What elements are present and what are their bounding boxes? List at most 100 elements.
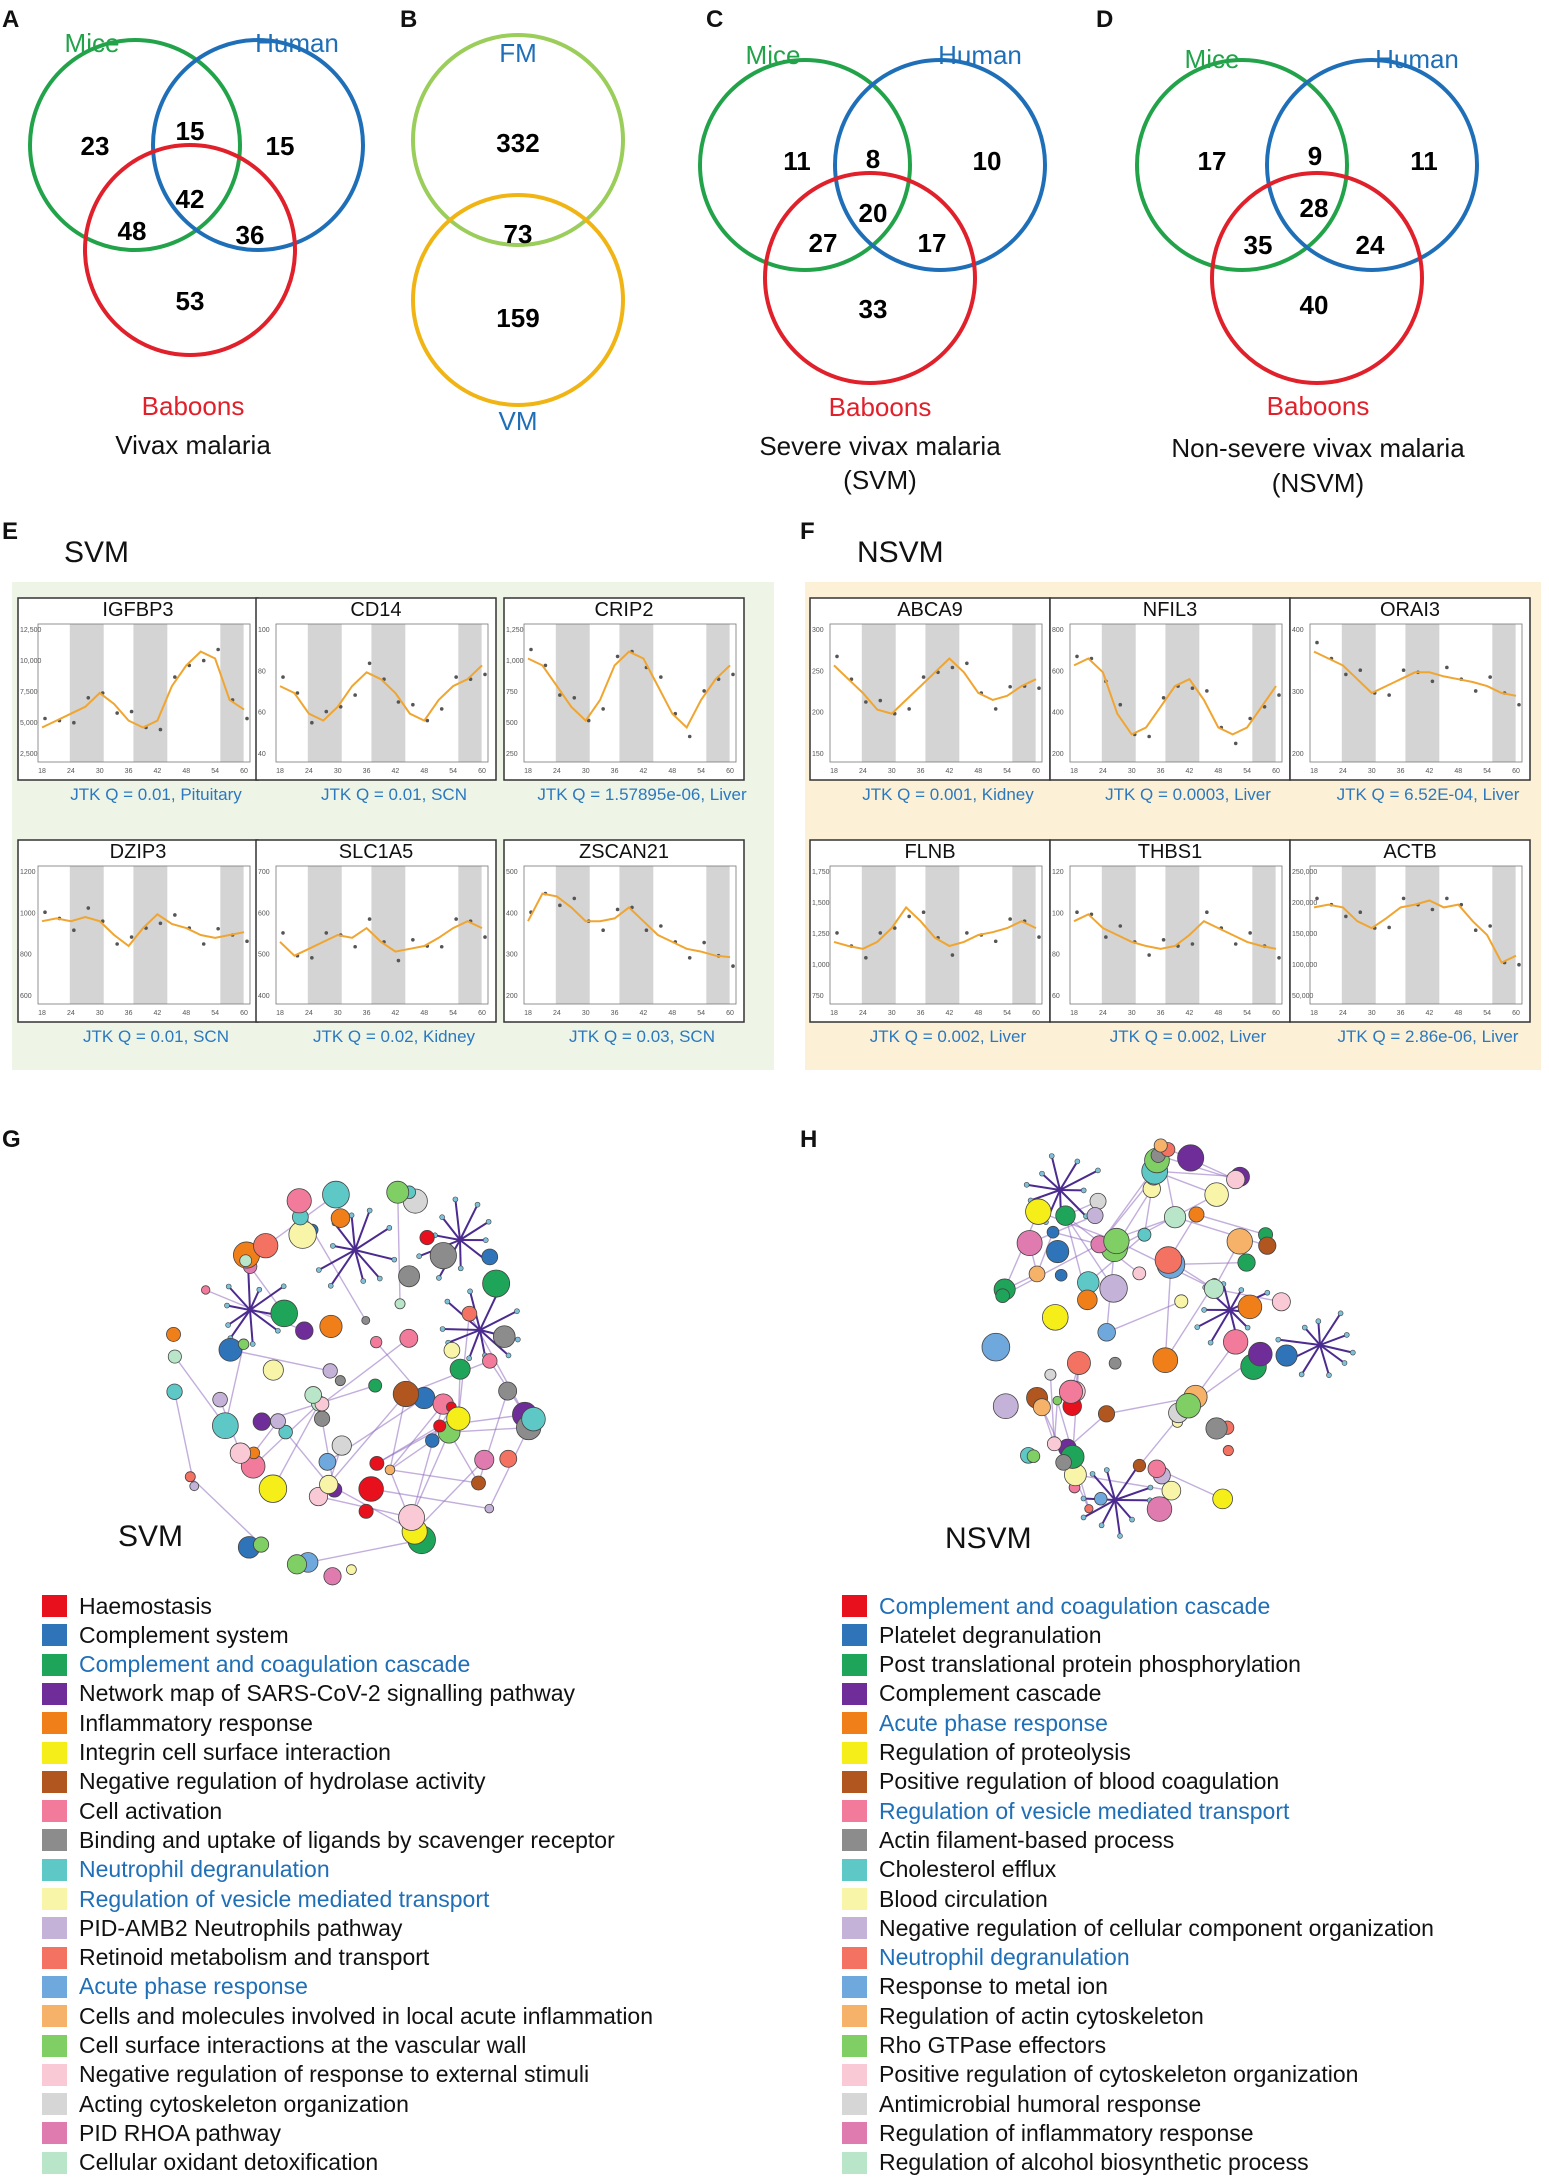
dark-phase-shade	[1341, 624, 1376, 762]
network-node	[358, 1476, 384, 1502]
x-tick-label: 48	[1454, 768, 1462, 775]
network-node	[1204, 1182, 1229, 1207]
y-tick-label: 750	[812, 993, 824, 1000]
sample-point	[1445, 896, 1449, 901]
dark-phase-shade	[1165, 866, 1200, 1004]
x-tick-label: 24	[553, 1010, 561, 1017]
venn-c-baboons-circle	[763, 171, 977, 385]
legend-g-item: Retinoid metabolism and transport	[42, 1944, 429, 1972]
sample-point	[993, 939, 998, 944]
venn-c-baboons-only: 33	[859, 294, 888, 324]
network-edge	[1106, 1300, 1182, 1333]
sample-point	[835, 654, 839, 659]
venn-c-mice-human: 8	[866, 144, 880, 174]
network-edge	[1075, 1474, 1172, 1492]
x-tick-label: 48	[974, 768, 982, 775]
legend-swatch	[842, 1624, 867, 1647]
sample-point	[367, 917, 372, 921]
sample-point	[201, 942, 206, 946]
sample-point	[295, 691, 300, 695]
panel-label-f: F	[800, 518, 815, 545]
hub-edge	[229, 1309, 251, 1339]
network-node	[1222, 1445, 1234, 1457]
x-tick-label: 18	[830, 768, 838, 775]
venn-c-baboons-label: Baboons	[829, 392, 932, 422]
network-node	[166, 1326, 181, 1342]
sample-point	[281, 931, 285, 935]
dark-phase-shade	[1252, 866, 1276, 1004]
legend-label: Cells and molecules involved in local ac…	[79, 2002, 654, 2029]
network-node	[319, 1314, 343, 1338]
legend-h-item: Rho GTPase effectors	[842, 2032, 1106, 2060]
dark-phase-shade	[458, 624, 482, 762]
network-node	[318, 1453, 337, 1471]
panel-label-a: A	[2, 6, 20, 33]
network-edge	[1164, 1282, 1216, 1361]
legend-h-item: Antimicrobial humoral response	[842, 2090, 1201, 2118]
sample-point	[1233, 942, 1238, 946]
legend-label: Regulation of vesicle mediated transport	[879, 1797, 1290, 1824]
dark-phase-shade	[1012, 866, 1036, 1004]
x-tick-label: 54	[211, 768, 219, 775]
x-tick-label: 30	[1368, 1010, 1376, 1017]
sample-point	[1104, 935, 1108, 939]
x-tick-label: 30	[1128, 768, 1136, 775]
y-tick-label: 200	[1292, 751, 1304, 758]
network-node	[1097, 1323, 1116, 1342]
network-node	[212, 1391, 228, 1408]
venn-a-baboons-only: 53	[176, 286, 205, 316]
venn-d-mice-circle	[1135, 58, 1349, 272]
network-edge	[449, 1426, 529, 1433]
network-node	[1341, 1360, 1348, 1366]
x-tick-label: 36	[1397, 1010, 1405, 1017]
hub-edge	[249, 1285, 285, 1311]
x-tick-label: 18	[276, 1010, 284, 1017]
network-node	[1326, 1372, 1332, 1378]
legend-h-item: Platelet degranulation	[842, 1621, 1102, 1649]
sample-point	[411, 938, 415, 942]
hub-edge	[479, 1294, 498, 1331]
network-edge	[1154, 1170, 1240, 1178]
sample-point	[310, 720, 314, 725]
network-node	[995, 1288, 1010, 1304]
legend-swatch	[42, 1741, 67, 1764]
venn-d-human-baboons: 24	[1356, 230, 1385, 260]
x-tick-label: 60	[1032, 768, 1040, 775]
y-tick-label: 1,750	[812, 869, 830, 876]
y-tick-label: 100	[1052, 910, 1064, 917]
network-node	[1099, 1274, 1128, 1303]
jtk-label: JTK Q = 6.52E-04, Liver	[1337, 785, 1520, 804]
network-node	[361, 1316, 371, 1325]
legend-swatch	[42, 1595, 67, 1617]
y-tick-label: 1,250	[506, 627, 524, 634]
sample-point	[993, 707, 998, 711]
legend-g-item: Neutrophil degranulation	[42, 1856, 330, 1884]
jtk-label: JTK Q = 1.57895e-06, Liver	[537, 785, 747, 804]
network-node	[436, 1275, 442, 1281]
network-node	[433, 1419, 447, 1433]
hub-edge	[329, 1249, 356, 1287]
legend-h-item: Regulation of alcohol biosynthetic proce…	[842, 2149, 1309, 2177]
network-node	[1244, 1324, 1251, 1331]
network-node	[391, 1256, 398, 1263]
legend-swatch	[42, 1858, 67, 1881]
legend-label: Positive regulation of cytoskeleton orga…	[879, 2061, 1359, 2088]
legend-label: Binding and uptake of ligands by scaveng…	[79, 1826, 615, 1853]
network-node	[258, 1474, 288, 1503]
fitted-curve	[41, 913, 245, 948]
legend-g-item: Complement and coagulation cascade	[42, 1651, 470, 1679]
network-node	[1271, 1292, 1291, 1312]
hub-edge	[1059, 1189, 1087, 1217]
network-node	[1275, 1336, 1282, 1343]
network-edge	[389, 1439, 433, 1471]
network-node	[1086, 1207, 1104, 1224]
hub-edge	[459, 1239, 487, 1261]
legend-label: Neutrophil degranulation	[879, 1944, 1130, 1971]
venn-b-both: 73	[504, 219, 533, 249]
network-node	[286, 1188, 312, 1214]
network-edge	[174, 1356, 226, 1427]
legend-h-item: Regulation of inflammatory response	[842, 2119, 1254, 2147]
dark-phase-shade	[861, 624, 896, 762]
